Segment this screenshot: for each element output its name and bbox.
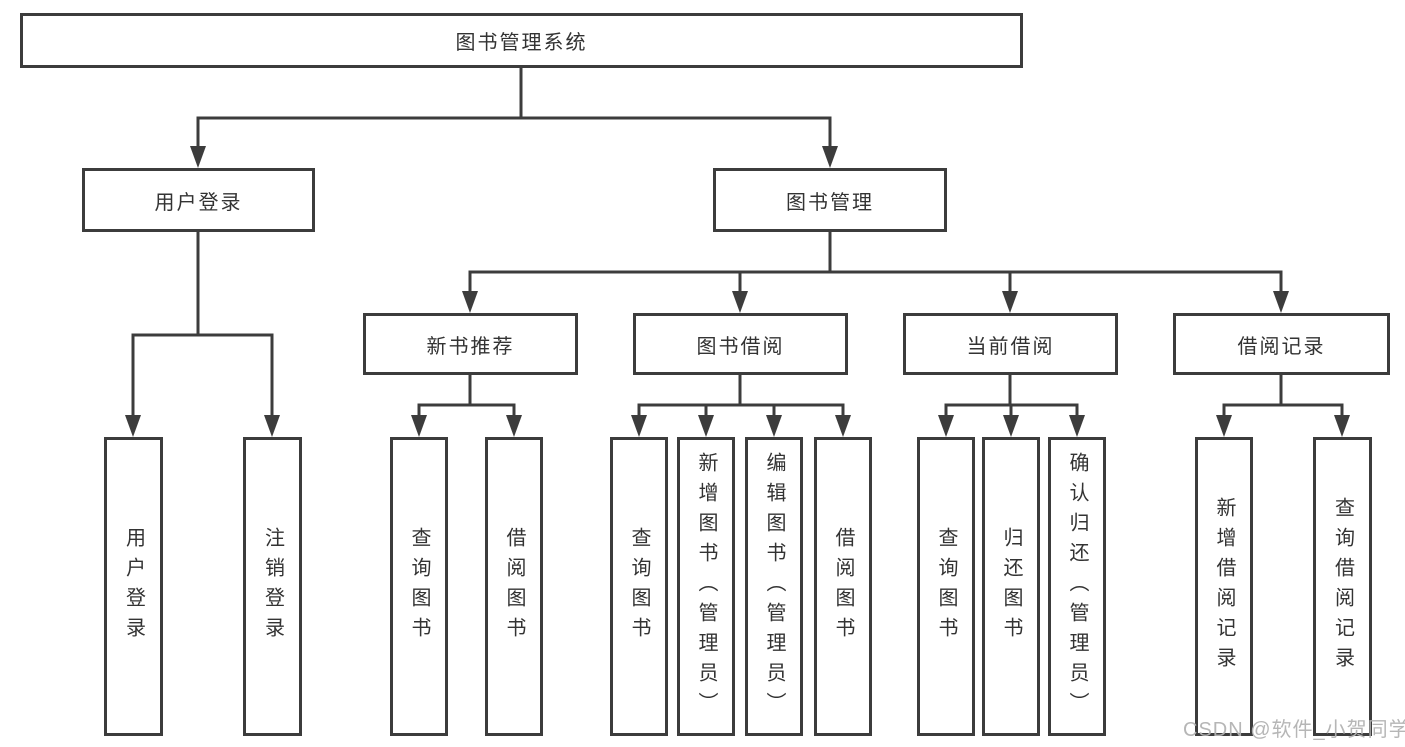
leaf-edit-books-admin-label: 编辑图书（管理员） bbox=[763, 451, 785, 722]
leaf-borrow-books: 借阅图书 bbox=[814, 437, 872, 736]
node-user-login: 用户登录 bbox=[82, 168, 315, 232]
node-borrow-records: 借阅记录 bbox=[1173, 313, 1390, 375]
leaf-edit-books-admin: 编辑图书（管理员） bbox=[745, 437, 803, 736]
node-user-login-label: 用户登录 bbox=[154, 191, 243, 214]
leaf-recommend-query-books-label: 查询图书 bbox=[408, 526, 430, 647]
node-book-management-label: 图书管理 bbox=[786, 191, 874, 214]
leaf-add-books-admin-label: 新增图书（管理员） bbox=[695, 451, 717, 722]
leaf-logout-label: 注销登录 bbox=[261, 526, 284, 647]
leaf-borrow-query-books: 查询图书 bbox=[610, 437, 668, 736]
node-new-book-recommend: 新书推荐 bbox=[363, 313, 578, 375]
node-borrow-records-label: 借阅记录 bbox=[1237, 335, 1326, 358]
leaf-query-borrow-record-label: 查询借阅记录 bbox=[1331, 496, 1354, 677]
node-book-borrow-label: 图书借阅 bbox=[696, 335, 785, 358]
leaf-add-borrow-record-label: 新增借阅记录 bbox=[1213, 496, 1235, 677]
node-new-book-recommend-label: 新书推荐 bbox=[426, 335, 515, 358]
csdn-watermark: CSDN @软件_小贺同学 bbox=[1183, 719, 1405, 741]
node-book-management: 图书管理 bbox=[713, 168, 947, 232]
leaf-confirm-return-admin: 确认归还（管理员） bbox=[1048, 437, 1106, 736]
leaf-return-books: 归还图书 bbox=[982, 437, 1040, 736]
leaf-user-login: 用户登录 bbox=[104, 437, 163, 736]
node-book-borrow: 图书借阅 bbox=[633, 313, 848, 375]
node-root-label: 图书管理系统 bbox=[455, 32, 588, 54]
node-current-borrow-label: 当前借阅 bbox=[966, 335, 1055, 358]
leaf-borrow-query-books-label: 查询图书 bbox=[628, 526, 650, 647]
leaf-add-borrow-record: 新增借阅记录 bbox=[1195, 437, 1253, 736]
leaf-recommend-borrow-books: 借阅图书 bbox=[485, 437, 543, 736]
leaf-recommend-query-books: 查询图书 bbox=[390, 437, 448, 736]
leaf-recommend-borrow-books-label: 借阅图书 bbox=[503, 526, 525, 647]
leaf-current-query-books: 查询图书 bbox=[917, 437, 975, 736]
node-root: 图书管理系统 bbox=[20, 13, 1023, 68]
leaf-add-books-admin: 新增图书（管理员） bbox=[677, 437, 735, 736]
leaf-borrow-books-label: 借阅图书 bbox=[832, 526, 854, 647]
node-current-borrow: 当前借阅 bbox=[903, 313, 1118, 375]
leaf-user-login-label: 用户登录 bbox=[122, 526, 145, 647]
leaf-current-query-books-label: 查询图书 bbox=[935, 526, 957, 647]
leaf-query-borrow-record: 查询借阅记录 bbox=[1313, 437, 1372, 736]
leaf-confirm-return-admin-label: 确认归还（管理员） bbox=[1066, 451, 1088, 722]
leaf-return-books-label: 归还图书 bbox=[1000, 526, 1022, 647]
leaf-logout: 注销登录 bbox=[243, 437, 302, 736]
